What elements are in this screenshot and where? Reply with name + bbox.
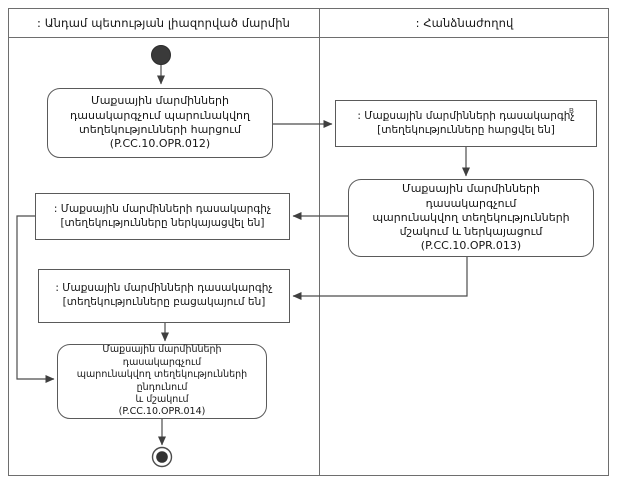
activity-node-label: Մաքսային մարմինների դասակարգչում պարունա… bbox=[76, 344, 248, 418]
activity-node-opr014: Մաքսային մարմինների դասակարգչում պարունա… bbox=[57, 344, 267, 419]
corner-annotation: в bbox=[568, 106, 574, 116]
final-node-ring-icon bbox=[151, 446, 173, 468]
object-node-label: : Մաքսային մարմինների դասակարգիչ [տեղեկո… bbox=[53, 202, 272, 229]
swimlane-label: : Հանձնաժողով bbox=[415, 15, 514, 30]
activity-node-opr013: Մաքսային մարմինների դասակարգչում պարունա… bbox=[348, 179, 594, 257]
swimlane-divider bbox=[319, 8, 320, 476]
final-node-icon bbox=[156, 451, 168, 463]
object-node-information-queried: : Մաքսային մարմինների դասակարգիչ [տեղեկո… bbox=[335, 100, 597, 147]
activity-node-label: Մաքսային մարմինների դասակարգչում պարունա… bbox=[70, 94, 250, 151]
activity-node-opr012: Մաքսային մարմինների դասակարգչում պարունա… bbox=[47, 88, 273, 158]
object-node-label: : Մաքսային մարմինների դասակարգիչ [տեղեկո… bbox=[55, 282, 273, 308]
object-node-label: : Մաքսային մարմինների դասակարգիչ [տեղեկո… bbox=[357, 109, 575, 136]
activity-node-label: Մաքսային մարմինների դասակարգչում պարունա… bbox=[372, 182, 570, 253]
flow-arrow-opr013-to-missing bbox=[292, 257, 468, 300]
object-node-information-presented: : Մաքսային մարմինների դասակարգիչ [տեղեկո… bbox=[35, 193, 290, 240]
swimlane-header-commission: : Հանձնաժողով bbox=[320, 8, 609, 37]
swimlane-header-authorized-body: : Անդամ պետության լիազորված մարմին bbox=[8, 8, 319, 37]
flow-arrow-presented-to-opr014 bbox=[16, 215, 55, 383]
object-node-information-missing: : Մաքսային մարմինների դասակարգիչ [տեղեկո… bbox=[38, 269, 290, 323]
swimlane-label: : Անդամ պետության լիազորված մարմին bbox=[37, 15, 290, 30]
initial-node-icon bbox=[151, 45, 171, 65]
swimlane-header-rule bbox=[8, 37, 609, 38]
